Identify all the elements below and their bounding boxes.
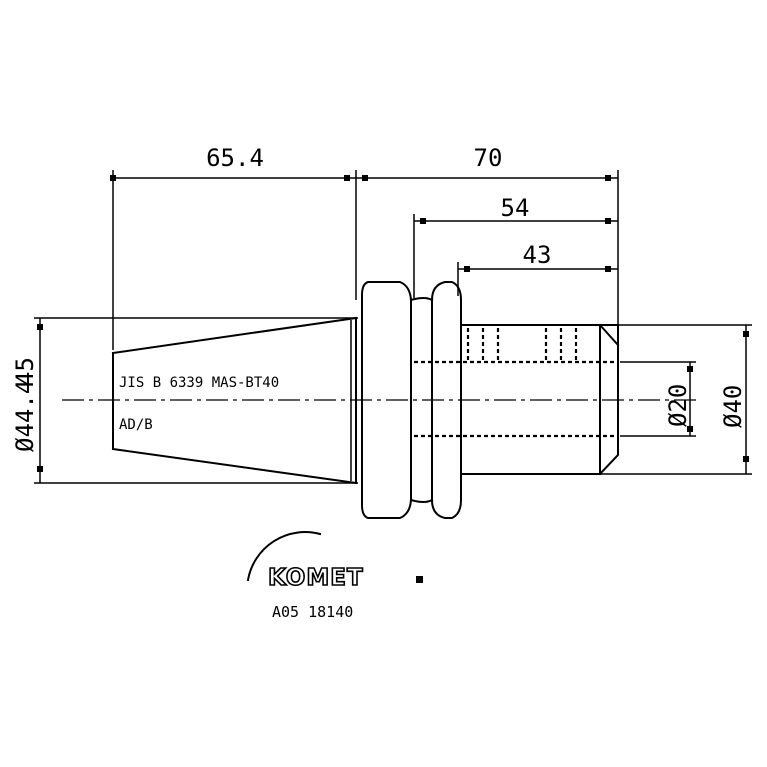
komet-logo: KOMET	[246, 531, 423, 592]
dimension-65-4-label: 65.4	[206, 144, 264, 172]
dimension-70-label: 70	[474, 144, 503, 172]
code-marking: AD/B	[119, 417, 153, 433]
dimension-54-label: 54	[501, 194, 530, 222]
dimension-43-label: 43	[523, 241, 552, 269]
dimension-54: 54	[413, 194, 618, 300]
tool-holder-outline	[62, 281, 700, 519]
dimension-70: 70	[355, 144, 619, 330]
logo-brand-text: KOMET	[268, 565, 364, 591]
dimension-45-label: 45	[11, 357, 39, 386]
dimension-65-4: 65.4	[110, 144, 356, 350]
dimension-right-diameter: Ø40 Ø20	[600, 324, 752, 475]
dimension-left-diameter: Ø44.4 45	[11, 317, 358, 484]
article-number: A05 18140	[272, 603, 353, 621]
dimension-dia-44-4-label: Ø44.4	[11, 380, 39, 452]
dimension-dia-40-label: Ø40	[719, 385, 747, 428]
dimension-43: 43	[457, 241, 618, 296]
standard-marking: JIS B 6339 MAS-BT40	[119, 375, 279, 391]
dimension-dia-20-label: Ø20	[664, 384, 692, 427]
